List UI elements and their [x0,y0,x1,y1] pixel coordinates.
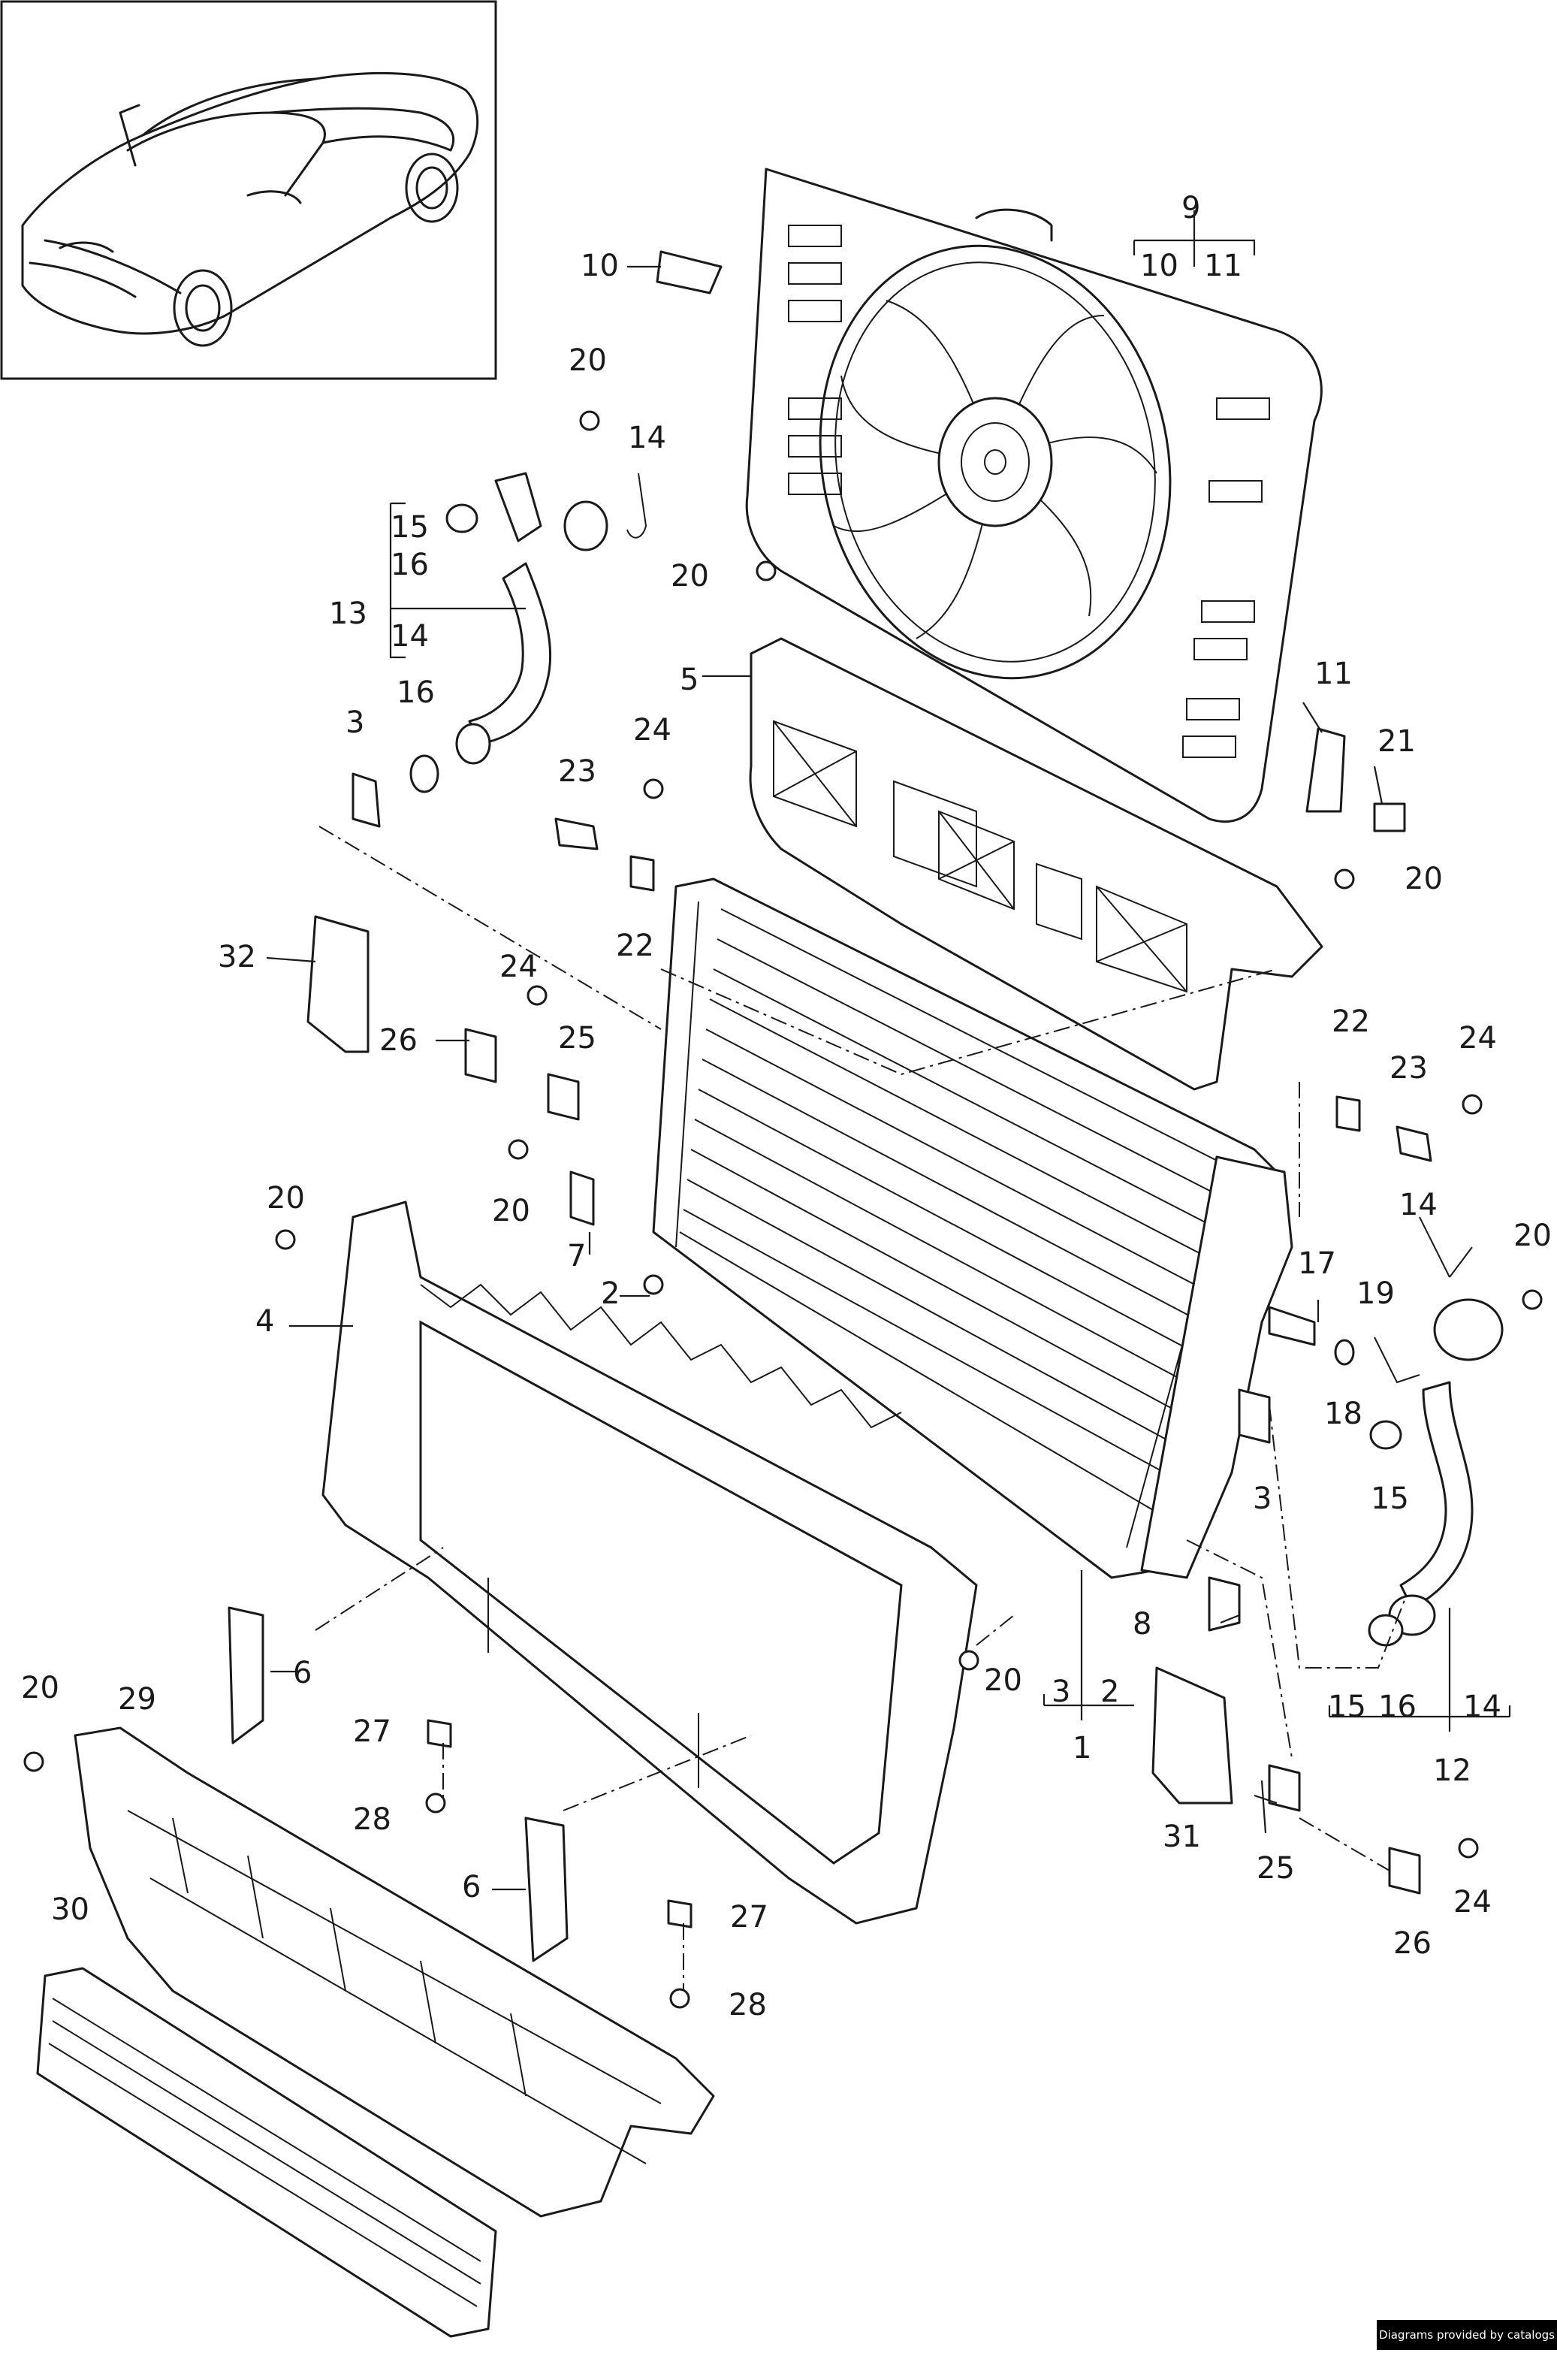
callout-29: 29 [118,1682,156,1717]
leader-lines [266,210,1511,1891]
callout-22: 22 [1332,1004,1370,1039]
callout-3: 3 [1052,1675,1070,1709]
lower-support-frame [74,1726,715,2218]
callout-13: 13 [329,597,367,631]
callout-9: 9 [1181,191,1200,225]
callout-20: 20 [984,1663,1022,1698]
radiator-core [652,877,1293,1579]
callout-3: 3 [1253,1481,1272,1516]
callout-15: 15 [1328,1690,1366,1724]
frame-truss [420,1283,902,1864]
callout-16: 16 [391,548,429,582]
diagram-credit: Diagrams provided by catalogs parts [1377,2320,1557,2372]
callout-10: 10 [581,249,619,283]
callout-24: 24 [1459,1021,1497,1056]
callout-5: 5 [680,663,699,697]
callout-20: 20 [267,1181,305,1216]
callout-14: 14 [1463,1690,1501,1724]
lower-coolant-hose [1388,1298,1504,1636]
callout-2: 2 [1100,1675,1119,1709]
callout-3: 3 [345,705,364,740]
callout-labels: 9 10 11 10 20 14 15 16 13 14 20 5 11 21 … [21,191,1552,2022]
callout-19: 19 [1356,1276,1395,1311]
callout-22: 22 [616,929,654,963]
callout-15: 15 [1371,1481,1409,1516]
callout-25: 25 [1257,1851,1295,1886]
callout-14: 14 [391,619,429,654]
callout-14: 14 [628,421,666,455]
callout-24: 24 [499,950,538,984]
callout-26: 26 [1393,1926,1432,1961]
callout-12: 12 [1433,1753,1471,1788]
fan-shroud-assembly [745,168,1323,823]
callout-11: 11 [1314,657,1353,691]
callout-6: 6 [293,1656,312,1690]
small-parts [228,250,1473,1962]
callout-31: 31 [1163,1820,1201,1854]
callout-25: 25 [558,1021,596,1056]
callout-1: 1 [1073,1731,1091,1765]
callout-32: 32 [218,940,256,974]
assembly-lines [315,826,1405,1991]
callout-26: 26 [379,1023,418,1058]
callout-16: 16 [1378,1690,1417,1724]
radiator-fins [675,901,1240,1548]
callout-20: 20 [569,343,607,378]
callout-23: 23 [1390,1051,1428,1086]
callout-18: 18 [1324,1397,1362,1431]
callout-23: 23 [558,754,596,789]
callout-20: 20 [1405,862,1443,896]
callout-14: 14 [1399,1188,1438,1222]
callout-21: 21 [1377,724,1416,759]
callout-20: 20 [1513,1219,1552,1253]
callout-20: 20 [671,559,709,593]
callout-24: 24 [1453,1885,1492,1919]
callout-27: 27 [353,1714,391,1749]
carrier-frame [321,1201,978,1925]
callout-20: 20 [21,1671,59,1705]
callout-2: 2 [601,1276,620,1311]
callout-10: 10 [1140,249,1178,283]
callout-28: 28 [729,1988,767,2022]
callout-11: 11 [1204,249,1242,283]
auxiliary-radiator [36,1967,497,2338]
callout-16: 16 [397,675,435,710]
callout-28: 28 [353,1802,391,1837]
callout-20: 20 [492,1194,530,1228]
callout-27: 27 [730,1900,768,1935]
callout-7: 7 [567,1239,586,1273]
callout-30: 30 [51,1892,89,1927]
callout-6: 6 [462,1870,481,1904]
callout-15: 15 [391,510,429,545]
callout-24: 24 [633,713,671,748]
vehicle-thumbnail [0,0,497,380]
air-guide-mesh [773,720,1187,993]
callout-17: 17 [1298,1246,1336,1281]
callout-8: 8 [1133,1607,1151,1642]
callout-4: 4 [255,1304,274,1339]
upper-coolant-hose [455,472,608,765]
fasteners [23,410,1543,2009]
air-guide-panel [749,637,1323,1091]
